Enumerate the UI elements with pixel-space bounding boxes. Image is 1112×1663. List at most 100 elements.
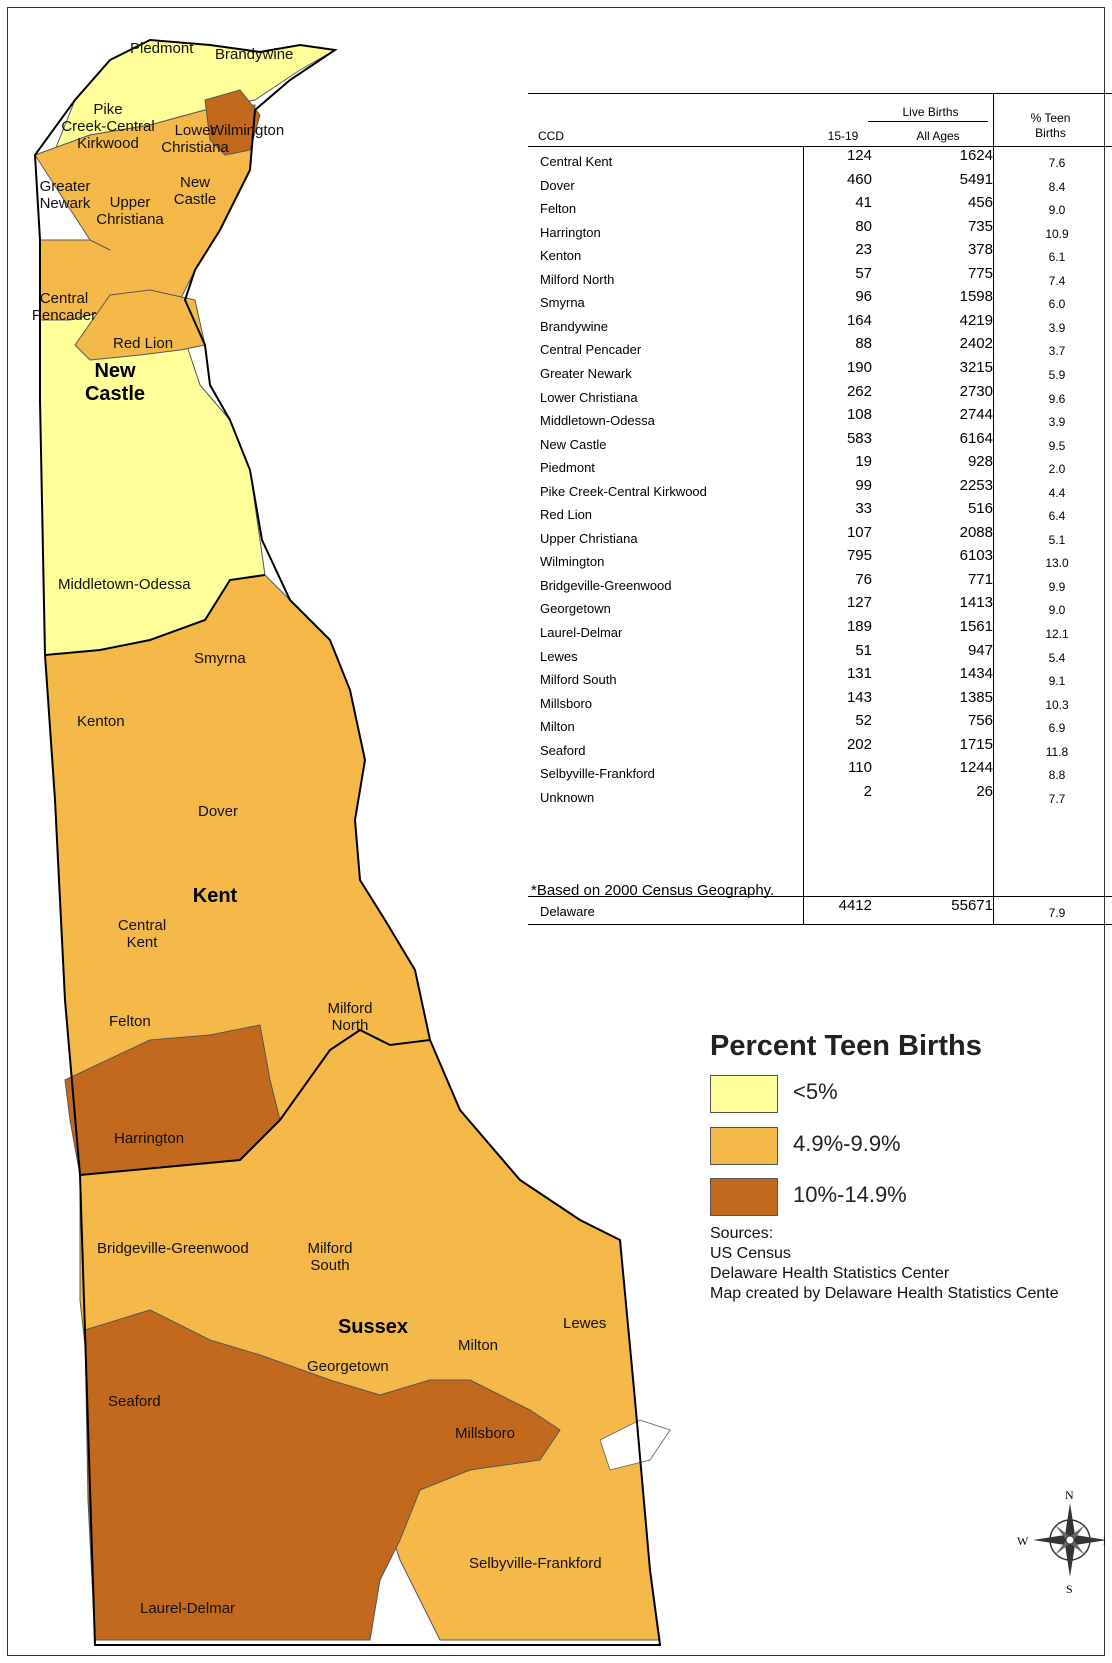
row-ccd: Central Pencader [540,342,642,358]
header-15-19: 15-19 [827,129,859,143]
label-smyrna: Smyrna [194,650,246,667]
row-ccd: Pike Creek-Central Kirkwood [540,483,707,499]
row-15-19: 795 [846,547,872,565]
row-ccd: Lewes [540,648,578,664]
compass-e: E [1103,1534,1105,1548]
row-all-ages: 1385 [959,688,993,706]
label-pike-creek: Pike Creek-Central Kirkwood [58,101,158,152]
row-pct: 13.0 [1045,556,1069,571]
legend-label-low: <5% [793,1079,838,1104]
row-15-19: 19 [855,453,872,471]
row-pct: 9.0 [1048,203,1066,218]
row-pct: 10.3 [1045,697,1069,712]
row-ccd: Selbyville-Frankford [540,766,655,782]
row-all-ages: 1715 [959,735,993,753]
total-ccd: Delaware [540,904,595,919]
row-15-19: 110 [848,759,872,777]
row-ccd: Milford North [540,271,615,287]
row-pct: 6.1 [1048,250,1066,265]
table-bottom-rule [528,924,1112,925]
label-line: Milford [327,1000,373,1017]
row-15-19: 583 [846,429,872,447]
label-central-kent: Central Kent [112,917,172,951]
header-live-births: Live Births [902,105,959,119]
label-central-pencader: Central Pencader [24,290,104,324]
label-line: Central [39,290,89,307]
row-ccd: Central Kent [540,154,613,169]
row-ccd: Brandywine [540,318,608,334]
row-all-ages: 756 [967,712,993,730]
label-lewes: Lewes [563,1315,607,1332]
row-ccd: Piedmont [540,460,595,476]
row-all-ages: 2402 [959,335,993,353]
label-milton: Milton [458,1337,499,1354]
row-ccd: Millsboro [540,695,593,711]
row-ccd: Lower Christiana [540,389,638,405]
row-pct: 5.1 [1048,532,1066,547]
row-all-ages: 1413 [959,594,993,612]
label-line: Lower [174,122,216,139]
county-label-kent: Kent [192,885,238,907]
label-red-lion: Red Lion [113,335,174,352]
header-pct-teen: % Teen Births [988,111,1112,141]
row-all-ages: 516 [967,500,993,518]
compass-s: S [1066,1582,1073,1595]
row-pct: 6.4 [1048,509,1066,524]
row-all-ages: 6164 [959,429,993,447]
row-15-19: 202 [846,735,872,753]
row-15-19: 2 [863,782,872,800]
label-georgetown: Georgetown [307,1358,389,1375]
row-15-19: 164 [846,311,872,329]
row-15-19: 23 [855,241,872,259]
table-row-total: Delaware 4412 55671 7.9 [528,897,1112,923]
label-line: Greater [39,178,91,195]
legend-label-mid: 4.9%-9.9% [793,1131,901,1156]
label-line: Pencader [31,307,97,324]
row-15-19: 124 [846,147,872,164]
row-all-ages: 2744 [959,406,993,424]
row-pct: 9.6 [1048,391,1066,406]
label-brandywine: Brandywine [215,46,294,63]
row-pct: 5.9 [1048,367,1066,382]
label-line: Upper [109,194,151,211]
row-ccd: Smyrna [540,295,585,311]
row-15-19: 57 [855,264,872,282]
row-all-ages: 1434 [959,665,993,683]
label-line: South [310,1257,350,1274]
row-pct: 12.1 [1045,627,1069,641]
row-pct: 9.9 [1048,579,1066,594]
row-ccd: Felton [540,201,577,217]
row-ccd: Unknown [540,789,595,805]
row-15-19: 80 [855,217,872,235]
sources-heading: Sources: [710,1225,774,1242]
label-upper-christiana: Upper Christiana [90,194,170,228]
row-all-ages: 3215 [959,358,993,376]
label-seaford: Seaford [108,1393,161,1410]
row-ccd: Milton [540,719,575,735]
county-label-sussex: Sussex [337,1316,409,1338]
row-15-19: 96 [855,288,872,306]
col-divider-1 [803,146,804,924]
row-ccd: Middletown-Odessa [540,413,655,429]
row-15-19: 76 [855,570,872,588]
label-greater-newark: Greater Newark [35,178,95,212]
row-15-19: 127 [846,594,872,612]
row-pct: 9.0 [1048,603,1066,618]
row-pct: 9.1 [1048,674,1066,689]
label-line: Pike [93,101,123,118]
row-all-ages: 1624 [959,147,993,164]
row-ccd: Upper Christiana [540,530,638,546]
legend-swatch-high [710,1178,778,1216]
row-all-ages: 5491 [959,170,993,188]
row-15-19: 51 [855,641,872,659]
